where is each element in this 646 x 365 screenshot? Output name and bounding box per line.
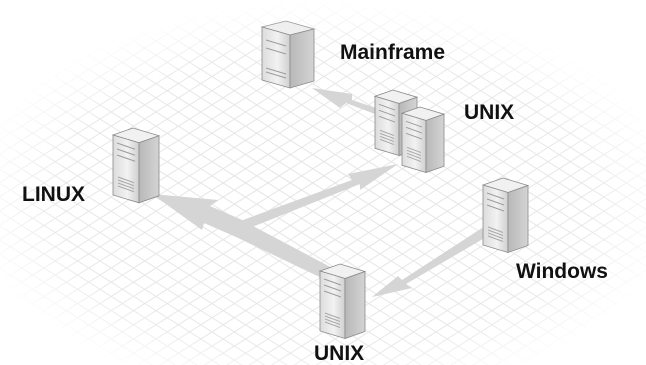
arrow-unix-to-mainframe — [312, 88, 385, 116]
arrow-junction-to-unix-top — [232, 164, 398, 231]
server-icon-unix-bottom — [318, 263, 367, 340]
arrows — [152, 88, 488, 297]
server-icon-windows — [481, 177, 530, 254]
node-label-linux: LINUX — [22, 183, 85, 206]
node-label-unix-top: UNIX — [464, 101, 515, 124]
arrow-unix-bottom-to-linux — [152, 194, 336, 282]
arrow-windows-to-unix-bottom — [372, 228, 488, 297]
node-label-unix-bottom: UNIX — [314, 342, 365, 365]
node-label-mainframe: Mainframe — [340, 41, 446, 64]
servers — [111, 89, 530, 340]
server-icon-linux — [111, 127, 161, 204]
server-icon-unix-top-front — [400, 106, 446, 174]
node-label-windows: Windows — [516, 260, 608, 283]
mainframe-icon — [260, 20, 316, 89]
